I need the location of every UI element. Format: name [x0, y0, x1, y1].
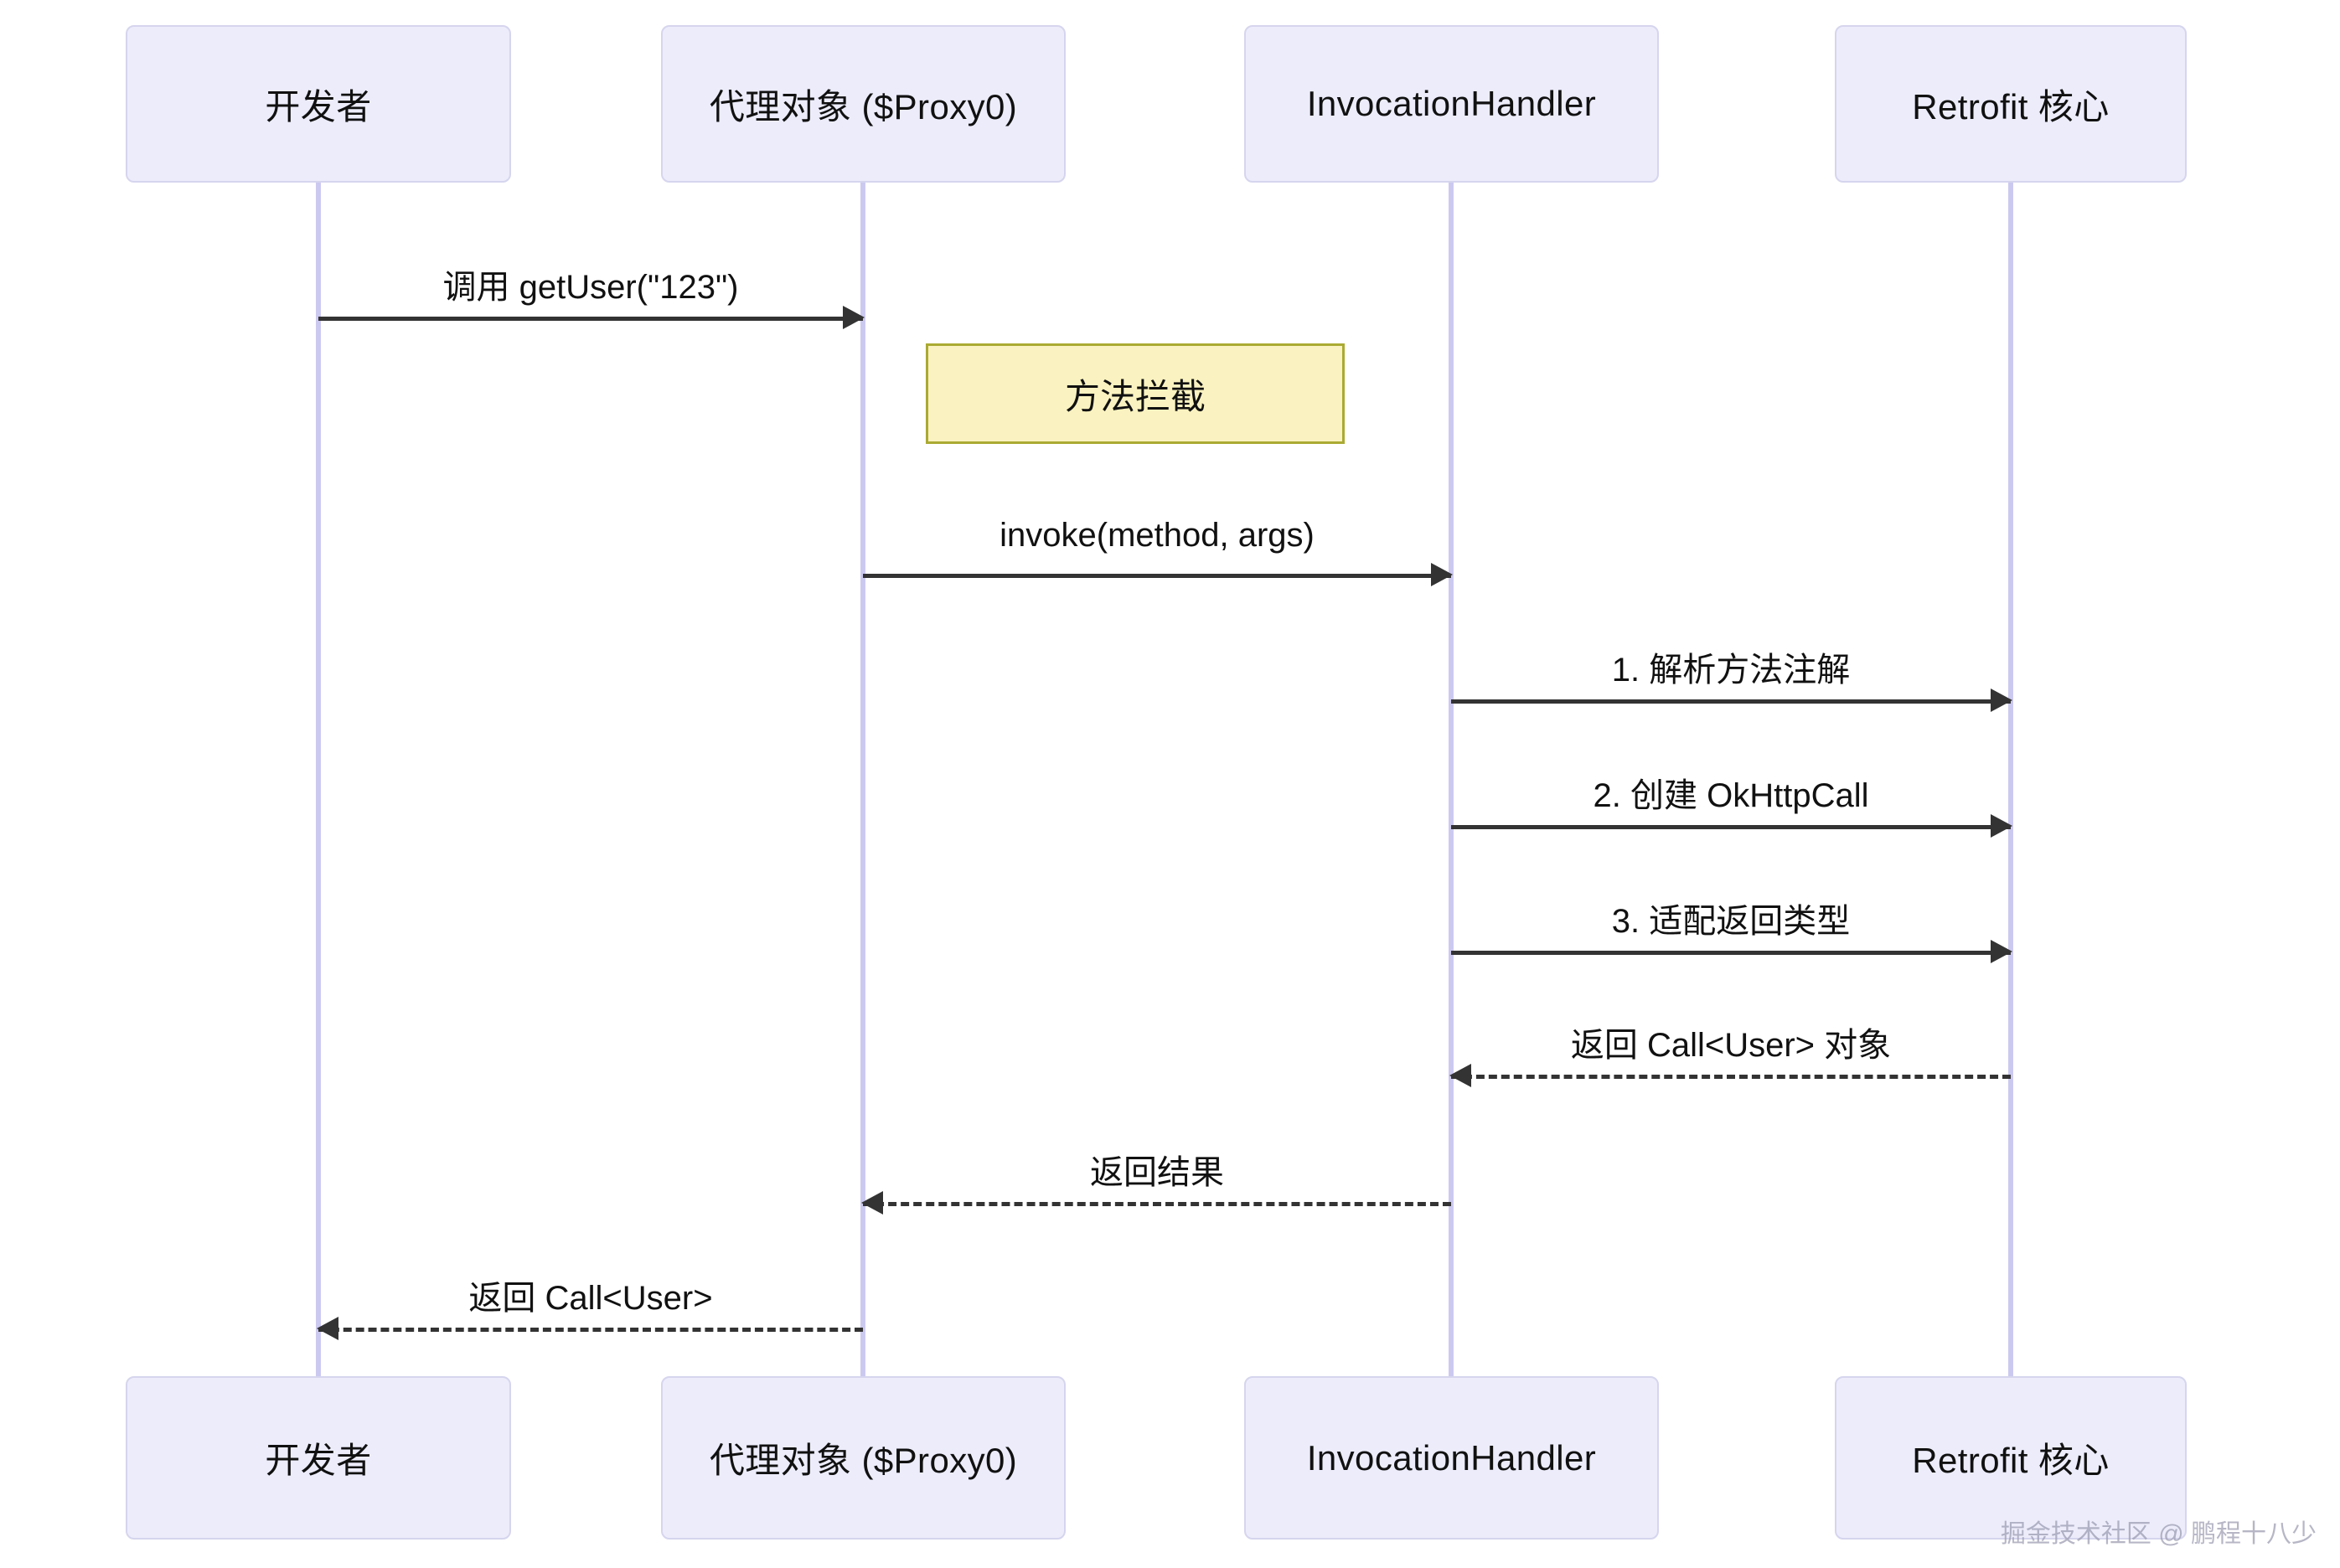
message-label: 1. 解析方法注解: [1611, 652, 1851, 689]
participant-box-retrofit-bottom[interactable]: Retrofit 核心: [1835, 1376, 2187, 1540]
message-label: 2. 创建 OkHttpCall: [1593, 777, 1869, 814]
message-line: [318, 317, 863, 321]
arrowhead-left-icon: [1449, 1064, 1471, 1087]
message-label: 返回结果: [1090, 1154, 1224, 1191]
message-label: 调用 getUser("123"): [442, 269, 739, 306]
participant-label: 代理对象 ($Proxy0): [709, 86, 1018, 126]
participant-box-proxy-bottom[interactable]: 代理对象 ($Proxy0): [661, 1376, 1066, 1540]
participant-box-dev-bottom[interactable]: 开发者: [126, 1376, 511, 1540]
participant-label: 代理对象 ($Proxy0): [709, 1441, 1018, 1480]
watermark: 掘金技术社区 @ 鹏程十八少: [2000, 1520, 2317, 1548]
arrowhead-right-icon: [843, 306, 865, 329]
message-line: [1451, 825, 2011, 829]
message-line: [1451, 699, 2011, 704]
participant-label: InvocationHandler: [1306, 1437, 1597, 1478]
message-line: [863, 1202, 1451, 1206]
lifeline-retrofit: [2008, 183, 2013, 1376]
participant-box-proxy-top[interactable]: 代理对象 ($Proxy0): [661, 25, 1066, 183]
lifeline-dev: [316, 183, 321, 1376]
participant-label: InvocationHandler: [1306, 84, 1597, 123]
message-label: invoke(method, args): [1000, 517, 1315, 554]
arrowhead-right-icon: [1991, 940, 2012, 963]
participant-box-handler-top[interactable]: InvocationHandler: [1244, 25, 1659, 183]
arrowhead-left-icon: [861, 1191, 883, 1215]
participant-box-handler-bottom[interactable]: InvocationHandler: [1244, 1376, 1659, 1540]
participant-label: Retrofit 核心: [1912, 86, 2110, 126]
participant-box-dev-top[interactable]: 开发者: [126, 25, 511, 183]
lifeline-handler: [1449, 183, 1454, 1376]
message-label: 3. 适配返回类型: [1611, 903, 1851, 940]
arrowhead-right-icon: [1431, 563, 1453, 586]
message-line: [1451, 1075, 2011, 1079]
participant-label: 开发者: [265, 86, 372, 126]
note-label: 方法拦截: [1064, 376, 1206, 416]
lifeline-proxy: [860, 183, 865, 1376]
note-method-intercept: 方法拦截: [926, 343, 1345, 444]
arrowhead-right-icon: [1991, 814, 2012, 838]
message-line: [1451, 951, 2011, 955]
arrowhead-left-icon: [317, 1317, 338, 1340]
message-line: [318, 1328, 863, 1332]
message-line: [863, 574, 1451, 578]
arrowhead-right-icon: [1991, 689, 2012, 712]
participant-label: 开发者: [265, 1441, 372, 1480]
participant-label: Retrofit 核心: [1912, 1441, 2110, 1480]
participant-box-retrofit-top[interactable]: Retrofit 核心: [1835, 25, 2187, 183]
message-label: 返回 Call<User> 对象: [1570, 1027, 1892, 1064]
message-label: 返回 Call<User>: [468, 1280, 713, 1317]
